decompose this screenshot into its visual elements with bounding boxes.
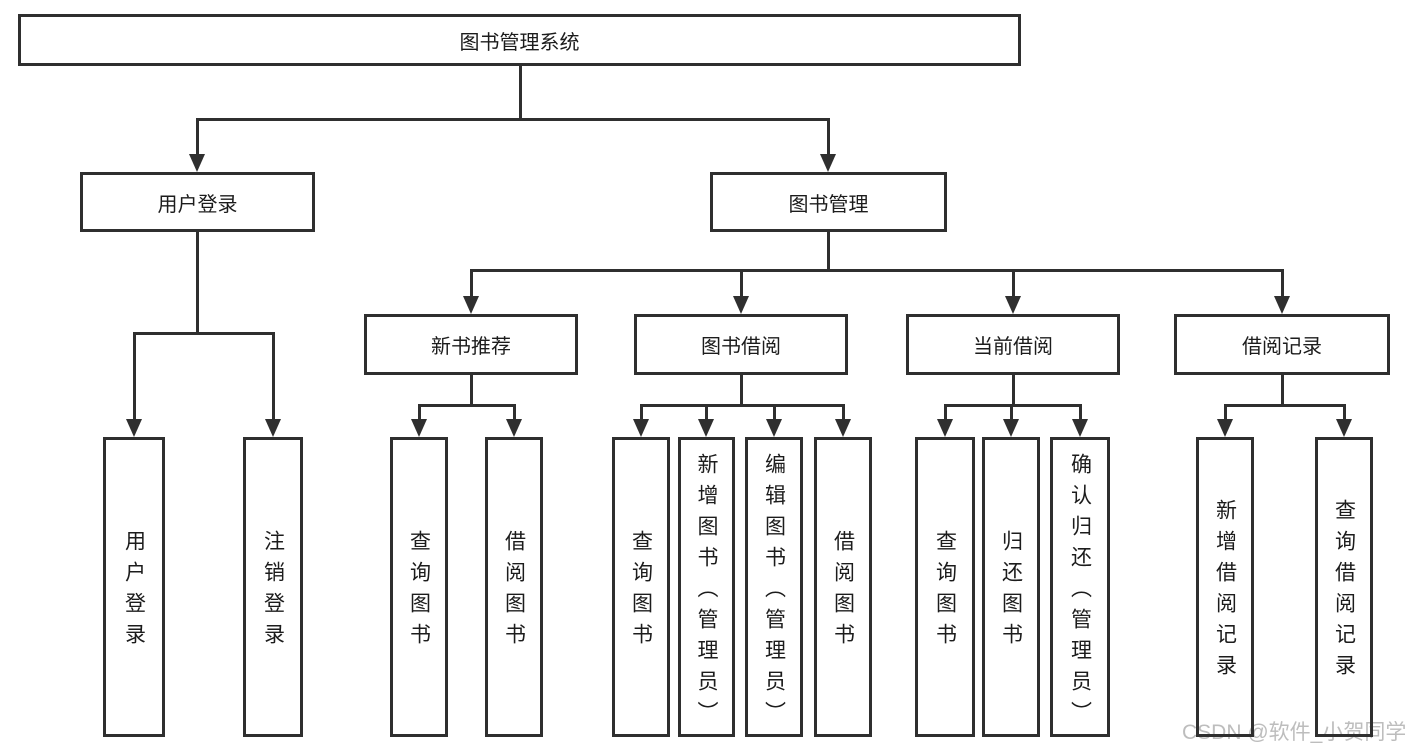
arrowhead-down xyxy=(126,419,142,437)
connector-line xyxy=(842,404,845,420)
connector-line xyxy=(418,404,421,420)
connector-line xyxy=(519,66,522,120)
leaf-add-borrow-record: 新增借阅记录 xyxy=(1196,437,1254,737)
connector-line xyxy=(196,118,830,121)
leaf-logout: 注销登录 xyxy=(243,437,303,737)
connector-line xyxy=(1012,375,1015,407)
arrowhead-down xyxy=(265,419,281,437)
connector-line xyxy=(133,332,136,420)
leaf-label: 用户登录 xyxy=(122,530,146,654)
leaf-label: 查询图书 xyxy=(629,530,653,654)
connector-line xyxy=(773,404,776,420)
connector-line xyxy=(740,269,743,297)
arrowhead-down xyxy=(1217,419,1233,437)
arrowhead-down xyxy=(463,296,479,314)
leaf-label: 查询图书 xyxy=(933,530,957,654)
leaf-label: 确认归还（管理员） xyxy=(1068,452,1092,732)
connector-line xyxy=(705,404,708,420)
node-label: 用户登录 xyxy=(157,193,238,216)
connector-line xyxy=(827,232,830,271)
arrowhead-down xyxy=(835,419,851,437)
arrowhead-down xyxy=(1274,296,1290,314)
connector-line xyxy=(944,404,947,420)
node-current-borrowing: 当前借阅 xyxy=(906,314,1120,375)
leaf-borrow-books-newbook: 借阅图书 xyxy=(485,437,543,737)
leaf-label: 查询图书 xyxy=(407,530,431,654)
leaf-label: 归还图书 xyxy=(999,530,1023,654)
leaf-query-books-current: 查询图书 xyxy=(915,437,975,737)
arrowhead-down xyxy=(1072,419,1088,437)
node-book-borrowing: 图书借阅 xyxy=(634,314,848,375)
connector-line xyxy=(740,375,743,407)
node-label: 新书推荐 xyxy=(431,336,511,358)
leaf-query-books-newbook: 查询图书 xyxy=(390,437,448,737)
connector-line xyxy=(1079,404,1082,420)
arrowhead-down xyxy=(766,419,782,437)
node-borrowing-records: 借阅记录 xyxy=(1174,314,1390,375)
leaf-return-books: 归还图书 xyxy=(982,437,1040,737)
arrowhead-down xyxy=(633,419,649,437)
arrowhead-down xyxy=(1005,296,1021,314)
node-label: 借阅记录 xyxy=(1242,336,1322,358)
connector-line xyxy=(196,232,199,334)
leaf-label: 新增图书（管理员） xyxy=(695,452,718,732)
node-label: 图书管理系统 xyxy=(459,31,580,54)
connector-line xyxy=(133,332,275,335)
leaf-label: 注销登录 xyxy=(261,530,285,654)
node-label: 当前借阅 xyxy=(973,336,1053,358)
connector-line xyxy=(470,269,1283,272)
leaf-query-borrow-record: 查询借阅记录 xyxy=(1315,437,1373,737)
node-label: 图书借阅 xyxy=(701,336,781,358)
arrowhead-down xyxy=(820,154,836,172)
leaf-label: 新增借阅记录 xyxy=(1213,499,1237,685)
connector-line xyxy=(1224,404,1227,420)
arrowhead-down xyxy=(937,419,953,437)
node-book-management-system: 图书管理系统 xyxy=(18,14,1021,66)
node-book-management: 图书管理 xyxy=(710,172,947,232)
connector-line xyxy=(1281,269,1284,297)
connector-line xyxy=(196,118,199,156)
connector-line xyxy=(470,375,473,407)
arrowhead-down xyxy=(1003,419,1019,437)
connector-line xyxy=(1012,269,1015,297)
connector-line xyxy=(513,404,516,420)
connector-line xyxy=(1343,404,1346,420)
arrowhead-down xyxy=(1336,419,1352,437)
arrowhead-down xyxy=(733,296,749,314)
connector-line xyxy=(827,118,830,156)
connector-line xyxy=(1281,375,1284,407)
node-user-login: 用户登录 xyxy=(80,172,315,232)
leaf-user-login: 用户登录 xyxy=(103,437,165,737)
leaf-label: 查询借阅记录 xyxy=(1332,499,1356,685)
connector-line xyxy=(272,332,275,420)
node-label: 图书管理 xyxy=(788,193,869,216)
leaf-label: 借阅图书 xyxy=(502,530,526,654)
connector-line xyxy=(470,269,473,297)
leaf-borrow-books: 借阅图书 xyxy=(814,437,872,737)
leaf-confirm-return-admin: 确认归还（管理员） xyxy=(1050,437,1110,737)
leaf-label: 借阅图书 xyxy=(831,530,855,654)
leaf-add-books-admin: 新增图书（管理员） xyxy=(678,437,735,737)
leaf-edit-books-admin: 编辑图书（管理员） xyxy=(745,437,803,737)
arrowhead-down xyxy=(506,419,522,437)
node-new-book-recommend: 新书推荐 xyxy=(364,314,578,375)
connector-line xyxy=(1224,404,1345,407)
connector-line xyxy=(1010,404,1013,420)
connector-line xyxy=(418,404,515,407)
watermark: CSDN @软件_小贺同学 xyxy=(1182,721,1405,744)
leaf-query-books-borrow: 查询图书 xyxy=(612,437,670,737)
connector-line xyxy=(640,404,844,407)
leaf-label: 编辑图书（管理员） xyxy=(762,452,786,732)
arrowhead-down xyxy=(189,154,205,172)
arrowhead-down xyxy=(411,419,427,437)
connector-line xyxy=(640,404,643,420)
arrowhead-down xyxy=(698,419,714,437)
